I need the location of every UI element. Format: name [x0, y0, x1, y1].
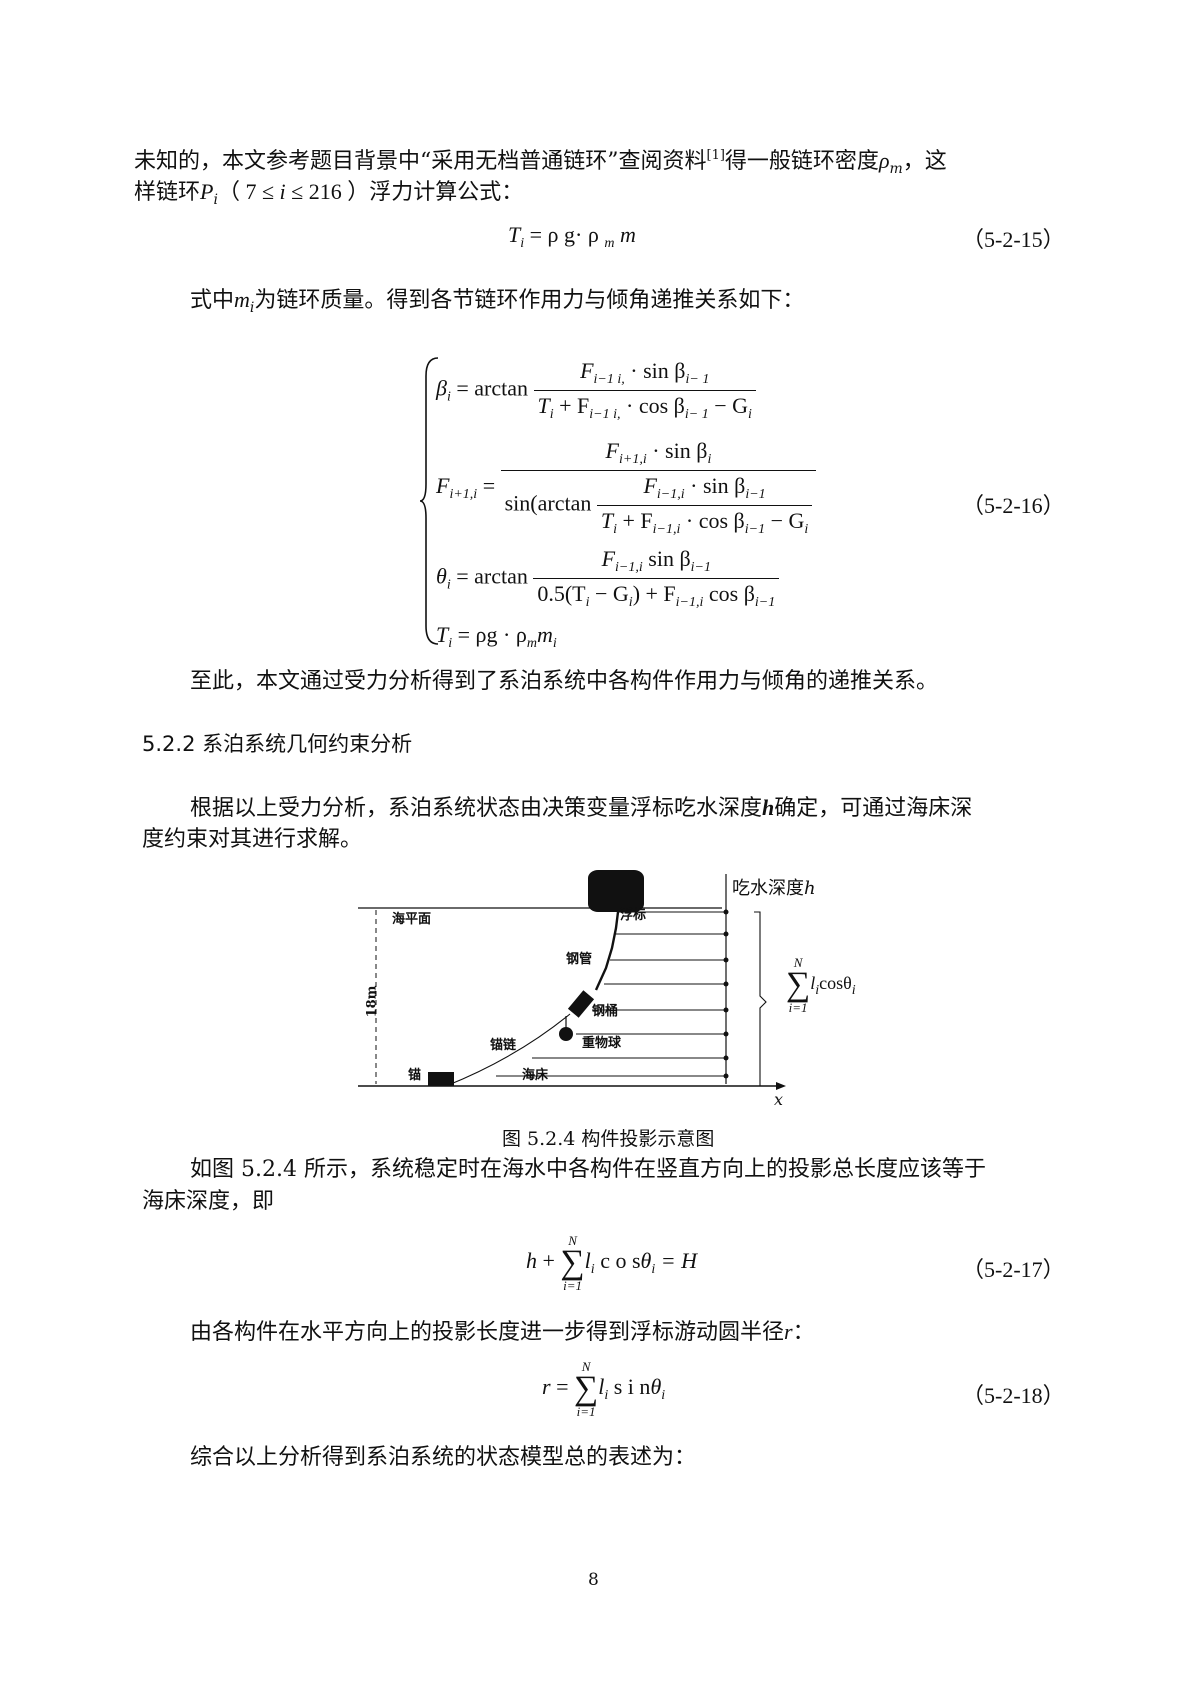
equation-number-16: （5-2-16）	[962, 493, 1065, 518]
x-axis-arrow	[776, 1082, 786, 1090]
label-heavy-ball: 重物球	[582, 1036, 622, 1051]
equation-number-18: （5-2-18）	[962, 1383, 1065, 1408]
steel-pipe-shape	[594, 911, 620, 991]
right-brace	[754, 911, 767, 1087]
projection-figure	[358, 870, 786, 1090]
paragraph-projection-line2: 海床深度，即	[142, 1189, 275, 1214]
paragraph-radius: 由各构件在水平方向上的投影长度进一步得到浮标游动圆半径r：	[190, 1319, 815, 1345]
paragraph-summary: 综合以上分析得到系泊系统的状态模型总的表述为：	[190, 1445, 697, 1470]
citation: [1]	[706, 148, 725, 163]
paragraph-projection-line1: 如图 5.2.4 所示，系统稳定时在海水中各构件在竖直方向上的投影总长度应该等于	[190, 1157, 986, 1182]
label-seabed: 海床	[522, 1068, 549, 1083]
anchor-chain-curve	[445, 1013, 571, 1087]
theta-fraction: Fi−1,i sin βi−1 0.5(Ti − Gi) + Fi−1,i co…	[533, 546, 780, 611]
label-x-axis: x	[774, 1090, 784, 1109]
label-steel-pipe: 钢管	[566, 952, 593, 967]
projection-lines	[496, 911, 726, 1077]
label-anchor: 锚	[408, 1068, 422, 1083]
steel-drum-shape	[567, 990, 595, 1018]
label-buoy: 浮标	[620, 908, 647, 923]
heavy-ball-shape	[559, 1027, 573, 1041]
force-fraction: Fi+1,i · sin βi sin(arctan Fi−1,i · sin …	[500, 438, 817, 538]
label-draft: 吃水深度h	[732, 878, 816, 899]
figure-caption: 图 5.2.4 构件投影示意图	[502, 1128, 715, 1150]
equation-5-2-15: Ti = ρ g· ρ m m	[508, 222, 636, 251]
force-inner-fraction: Fi−1,i · sin βi−1 Ti + Fi−1,i · cos βi−1…	[596, 473, 813, 538]
equation-number-15: （5-2-15）	[962, 227, 1065, 252]
label-steel-drum: 钢桶	[592, 1004, 619, 1019]
projection-points	[723, 909, 729, 1079]
equation-tension: Ti = ρg · ρmmi	[436, 622, 557, 651]
buoy-shape	[588, 870, 644, 912]
section-heading: 5.2.2 系泊系统几何约束分析	[142, 732, 413, 756]
equation-force: Fi+1,i = Fi+1,i · sin βi sin(arctan Fi−1…	[436, 438, 817, 538]
label-anchor-chain: 锚链	[490, 1038, 517, 1053]
left-brace	[419, 357, 439, 645]
paragraph-intro-line2: 样链环Pi（ 7 ≤ i ≤ 216 ）浮力计算公式：	[134, 179, 524, 208]
anchor-shape	[428, 1072, 454, 1086]
label-depth: 18m	[364, 985, 380, 1018]
equation-number-17: （5-2-17）	[962, 1257, 1065, 1282]
paragraph-conclusion: 至此，本文通过受力分析得到了系泊系统中各构件作用力与倾角的递推关系。	[190, 669, 939, 694]
equation-theta: θi = arctan Fi−1,i sin βi−1 0.5(Ti − Gi)…	[436, 546, 780, 611]
page-number: 8	[588, 1570, 599, 1590]
label-sea-level: 海平面	[392, 912, 432, 927]
beta-fraction: Fi−1 i, · sin βi− 1 Ti + Fi−1 i, · cos β…	[533, 358, 756, 423]
equation-beta: βi = arctan Fi−1 i, · sin βi− 1 Ti + Fi−…	[436, 358, 756, 423]
paragraph-constraint-line1: 根据以上受力分析，系泊系统状态由决策变量浮标吃水深度h确定，可通过海床深	[190, 795, 973, 821]
paragraph-mass: 式中mi为链环质量。得到各节链环作用力与倾角递推关系如下：	[190, 287, 805, 316]
paragraph-intro-line1: 未知的，本文参考题目背景中“采用无档普通链环”查阅资料[1]得一般链环密度ρm，…	[134, 148, 947, 177]
paragraph-constraint-line2: 度约束对其进行求解。	[142, 827, 363, 852]
